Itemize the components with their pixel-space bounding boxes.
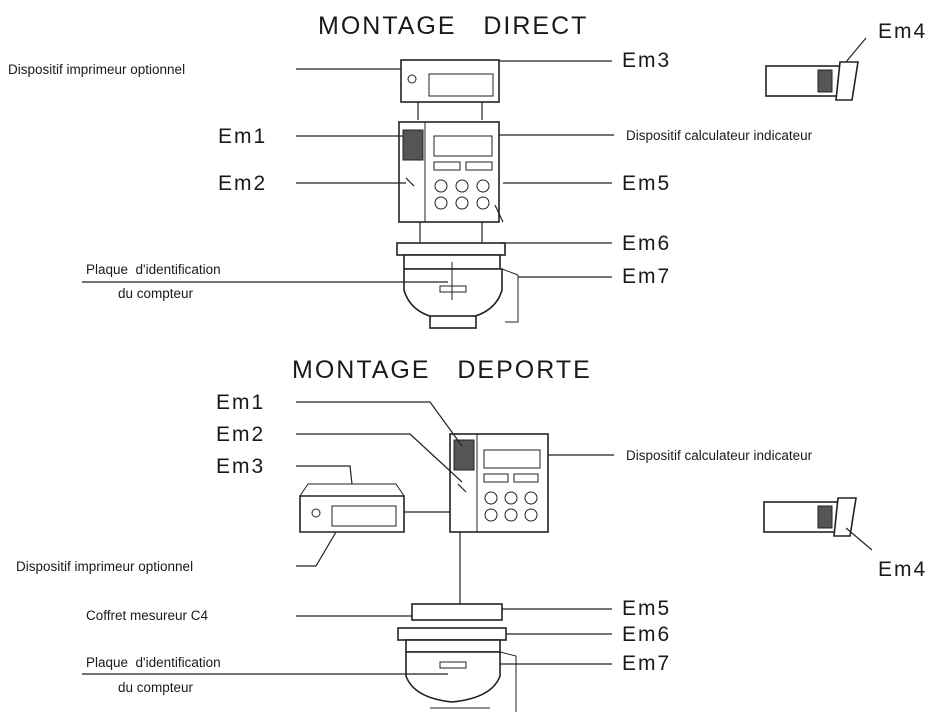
label-em6-direct: Em6 bbox=[622, 232, 671, 255]
label-coffret: Coffret mesureur C4 bbox=[86, 608, 209, 623]
printer-device-direct bbox=[400, 59, 500, 120]
printer-device-deporte bbox=[299, 483, 450, 533]
section-deporte: MONTAGE DEPORTE bbox=[16, 356, 927, 712]
label-em3-deporte: Em3 bbox=[216, 455, 265, 478]
label-em1-direct: Em1 bbox=[218, 125, 267, 148]
em4-detail-deporte bbox=[763, 497, 873, 551]
label-em7-deporte: Em7 bbox=[622, 652, 671, 675]
label-em4-direct: Em4 bbox=[878, 20, 927, 43]
label-plate-direct-1: Plaque d'identification bbox=[86, 262, 221, 277]
label-em6-deporte: Em6 bbox=[622, 623, 671, 646]
title-montage-deporte: MONTAGE DEPORTE bbox=[292, 356, 592, 384]
em4-detail-direct bbox=[765, 37, 867, 101]
section-direct: MONTAGE DIRECT bbox=[8, 12, 927, 329]
label-em4-deporte: Em4 bbox=[878, 558, 927, 581]
label-plate-direct-2: du compteur bbox=[118, 286, 194, 301]
label-em5-deporte: Em5 bbox=[622, 597, 671, 620]
title-montage-direct: MONTAGE DIRECT bbox=[318, 12, 588, 40]
label-printer-direct: Dispositif imprimeur optionnel bbox=[8, 62, 185, 77]
calculator-device-direct bbox=[398, 121, 504, 223]
label-plate-deporte-2: du compteur bbox=[118, 680, 194, 695]
seal-em1-direct bbox=[402, 129, 424, 161]
label-em5-direct: Em5 bbox=[622, 172, 671, 195]
meter-body-deporte bbox=[397, 603, 517, 712]
label-em3-direct: Em3 bbox=[622, 49, 671, 72]
label-printer-deporte: Dispositif imprimeur optionnel bbox=[16, 559, 193, 574]
seal-em1-deporte bbox=[453, 439, 475, 471]
label-em2-direct: Em2 bbox=[218, 172, 267, 195]
label-calculator-deporte: Dispositif calculateur indicateur bbox=[626, 448, 813, 463]
meter-body-direct bbox=[396, 222, 519, 329]
label-plate-deporte-1: Plaque d'identification bbox=[86, 655, 221, 670]
label-calculator-direct: Dispositif calculateur indicateur bbox=[626, 128, 813, 143]
label-em7-direct: Em7 bbox=[622, 265, 671, 288]
label-em1-deporte: Em1 bbox=[216, 391, 265, 414]
label-em2-deporte: Em2 bbox=[216, 423, 265, 446]
calculator-device-deporte bbox=[449, 433, 549, 533]
